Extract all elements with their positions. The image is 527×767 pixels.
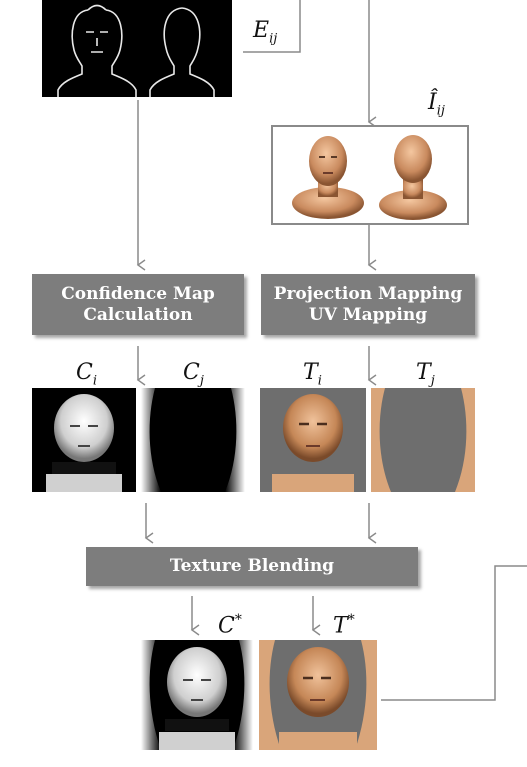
texture-map-j — [371, 388, 475, 492]
blending-box-label: Texture Blending — [169, 556, 335, 576]
confidence-map-i — [32, 388, 136, 492]
conf-j-label: Cj — [183, 360, 204, 389]
blended-confidence-map — [141, 640, 253, 750]
conf-star-label: C* — [218, 612, 242, 639]
texture-map-i — [260, 388, 366, 492]
rendered-images-panel — [271, 125, 469, 225]
rendered-heads — [292, 135, 447, 220]
edge-feedback-line — [243, 0, 301, 53]
tex-star-label: T* — [333, 612, 355, 639]
edge-map-panel — [42, 0, 232, 97]
conf-i-label: Ci — [76, 360, 98, 389]
edge-label: Eij — [253, 18, 278, 47]
projection-box-line2: UV Mapping — [308, 304, 428, 325]
confidence-map-calculation-box: Confidence Map Calculation — [32, 274, 244, 335]
tex-i-label: Ti — [303, 360, 322, 389]
confidence-map-j — [141, 388, 245, 492]
projection-box-line1: Projection Mapping — [273, 283, 463, 304]
output-line — [381, 565, 527, 701]
rendered-label: Îij — [428, 90, 445, 119]
texture-blending-box: Texture Blending — [86, 547, 418, 586]
tex-j-label: Tj — [416, 360, 435, 389]
projection-mapping-box: Projection Mapping UV Mapping — [261, 274, 475, 335]
confidence-box-line2: Calculation — [83, 304, 193, 325]
confidence-box-line1: Confidence Map — [61, 283, 215, 304]
blended-texture-map — [259, 640, 377, 750]
edge-map-outlines — [57, 4, 215, 97]
